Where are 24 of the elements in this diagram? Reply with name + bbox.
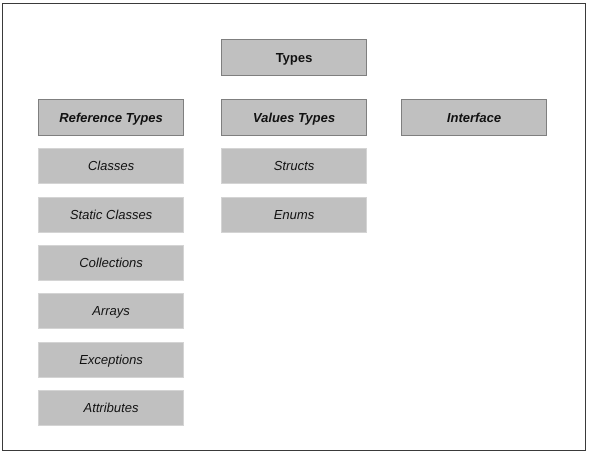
item-label: Classes bbox=[88, 158, 134, 174]
header-box bbox=[221, 99, 367, 136]
header-label: Interface bbox=[446, 110, 502, 126]
item-box bbox=[221, 148, 367, 184]
item-label: Enums bbox=[274, 207, 314, 223]
item-box bbox=[38, 245, 184, 281]
item-box bbox=[38, 197, 184, 233]
item-box bbox=[38, 342, 184, 378]
item-box bbox=[38, 390, 184, 426]
item-box bbox=[38, 148, 184, 184]
item-label: Structs bbox=[274, 158, 314, 174]
item-label: Static Classes bbox=[70, 207, 152, 223]
item-label: Arrays bbox=[92, 303, 130, 319]
root-label: Types bbox=[276, 50, 312, 66]
header-label: Values Types bbox=[252, 110, 336, 126]
header-box bbox=[401, 99, 547, 136]
item-label: Collections bbox=[79, 255, 143, 271]
item-box bbox=[221, 197, 367, 233]
item-label: Exceptions bbox=[79, 352, 143, 368]
header-label: Reference Types bbox=[59, 110, 163, 126]
header-box bbox=[38, 99, 184, 136]
root-box bbox=[221, 39, 367, 76]
item-label: Attributes bbox=[84, 400, 138, 416]
item-box bbox=[38, 293, 184, 329]
